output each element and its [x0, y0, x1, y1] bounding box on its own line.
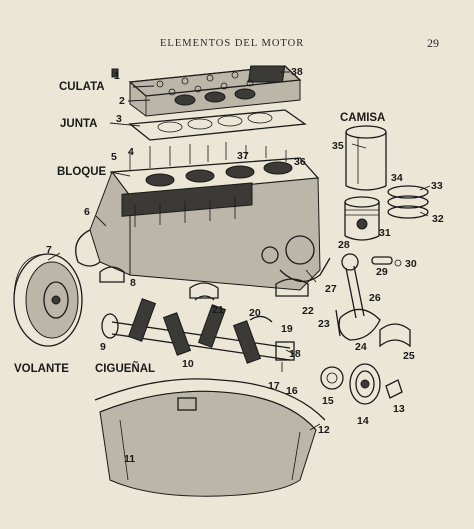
label-bloque: BLOQUE: [57, 166, 107, 178]
label-junta: JUNTA: [60, 118, 97, 130]
label-camisa: CAMISA: [340, 112, 385, 124]
callout-30: 30: [405, 258, 417, 270]
callout-25: 25: [403, 350, 415, 362]
callout-34: 34: [391, 172, 403, 184]
head-gasket-drawing: [128, 109, 307, 141]
callout-32: 32: [432, 213, 444, 225]
callout-35: 35: [332, 140, 344, 152]
callout-6: 6: [84, 206, 90, 218]
label-cigueñal: CIGUEÑAL: [95, 362, 155, 375]
label-culata: CULATA: [59, 81, 105, 93]
piston-rings-drawing: [387, 185, 429, 219]
callout-37: 37: [237, 150, 249, 162]
callout-29: 29: [376, 266, 388, 278]
callout-16: 16: [286, 385, 298, 397]
connecting-rod-drawing: [335, 253, 402, 341]
callout-26: 26: [369, 292, 381, 304]
callout-2: 2: [119, 95, 125, 107]
bearing-caps-drawing: [99, 266, 309, 299]
callout-21: 21: [212, 304, 224, 316]
callout-20: 20: [249, 307, 261, 319]
callout-14: 14: [357, 415, 369, 427]
page-header-title: ELEMENTOS DEL MOTOR: [160, 38, 305, 49]
callout-36: 36: [294, 156, 306, 168]
piston-drawing: [344, 196, 380, 241]
cylinder-head-drawing: [111, 65, 302, 117]
callout-31: 31: [379, 227, 391, 239]
callout-15: 15: [322, 395, 334, 407]
page-number: 29: [427, 36, 439, 50]
cylinder-liner-drawing: [345, 125, 387, 191]
oil-pan-drawing: [94, 378, 326, 497]
crankshaft-drawing: [101, 295, 295, 364]
callout-17: 17: [268, 380, 280, 392]
callout-3: 3: [116, 113, 122, 125]
engine-block-drawing: [75, 142, 331, 291]
callout-5: 5: [111, 151, 117, 163]
callout-22: 22: [302, 305, 314, 317]
callout-13: 13: [393, 403, 405, 415]
callout-9: 9: [100, 341, 106, 353]
callout-11: 11: [124, 453, 135, 465]
bearing-shells-drawing: [379, 323, 411, 348]
leader-lines: [47, 71, 431, 431]
callout-28: 28: [338, 239, 350, 251]
callout-8: 8: [130, 277, 136, 289]
callout-38: 38: [291, 66, 303, 78]
callout-18: 18: [289, 348, 301, 360]
callout-19: 19: [281, 323, 293, 335]
callout-23: 23: [318, 318, 330, 330]
pulley-gear-drawing: [320, 363, 403, 405]
callout-labels: CULATA JUNTA BLOQUE CAMISA VOLANTE CIGUE…: [14, 66, 444, 465]
callout-10: 10: [182, 358, 194, 370]
flywheel-drawing: [13, 253, 83, 347]
callout-33: 33: [431, 180, 443, 192]
label-volante: VOLANTE: [14, 363, 69, 375]
callout-24: 24: [355, 341, 367, 353]
callout-12: 12: [318, 424, 330, 436]
callout-27: 27: [325, 283, 337, 295]
callout-4: 4: [128, 146, 134, 158]
callout-1: 1: [114, 70, 120, 82]
callout-7: 7: [46, 244, 52, 256]
